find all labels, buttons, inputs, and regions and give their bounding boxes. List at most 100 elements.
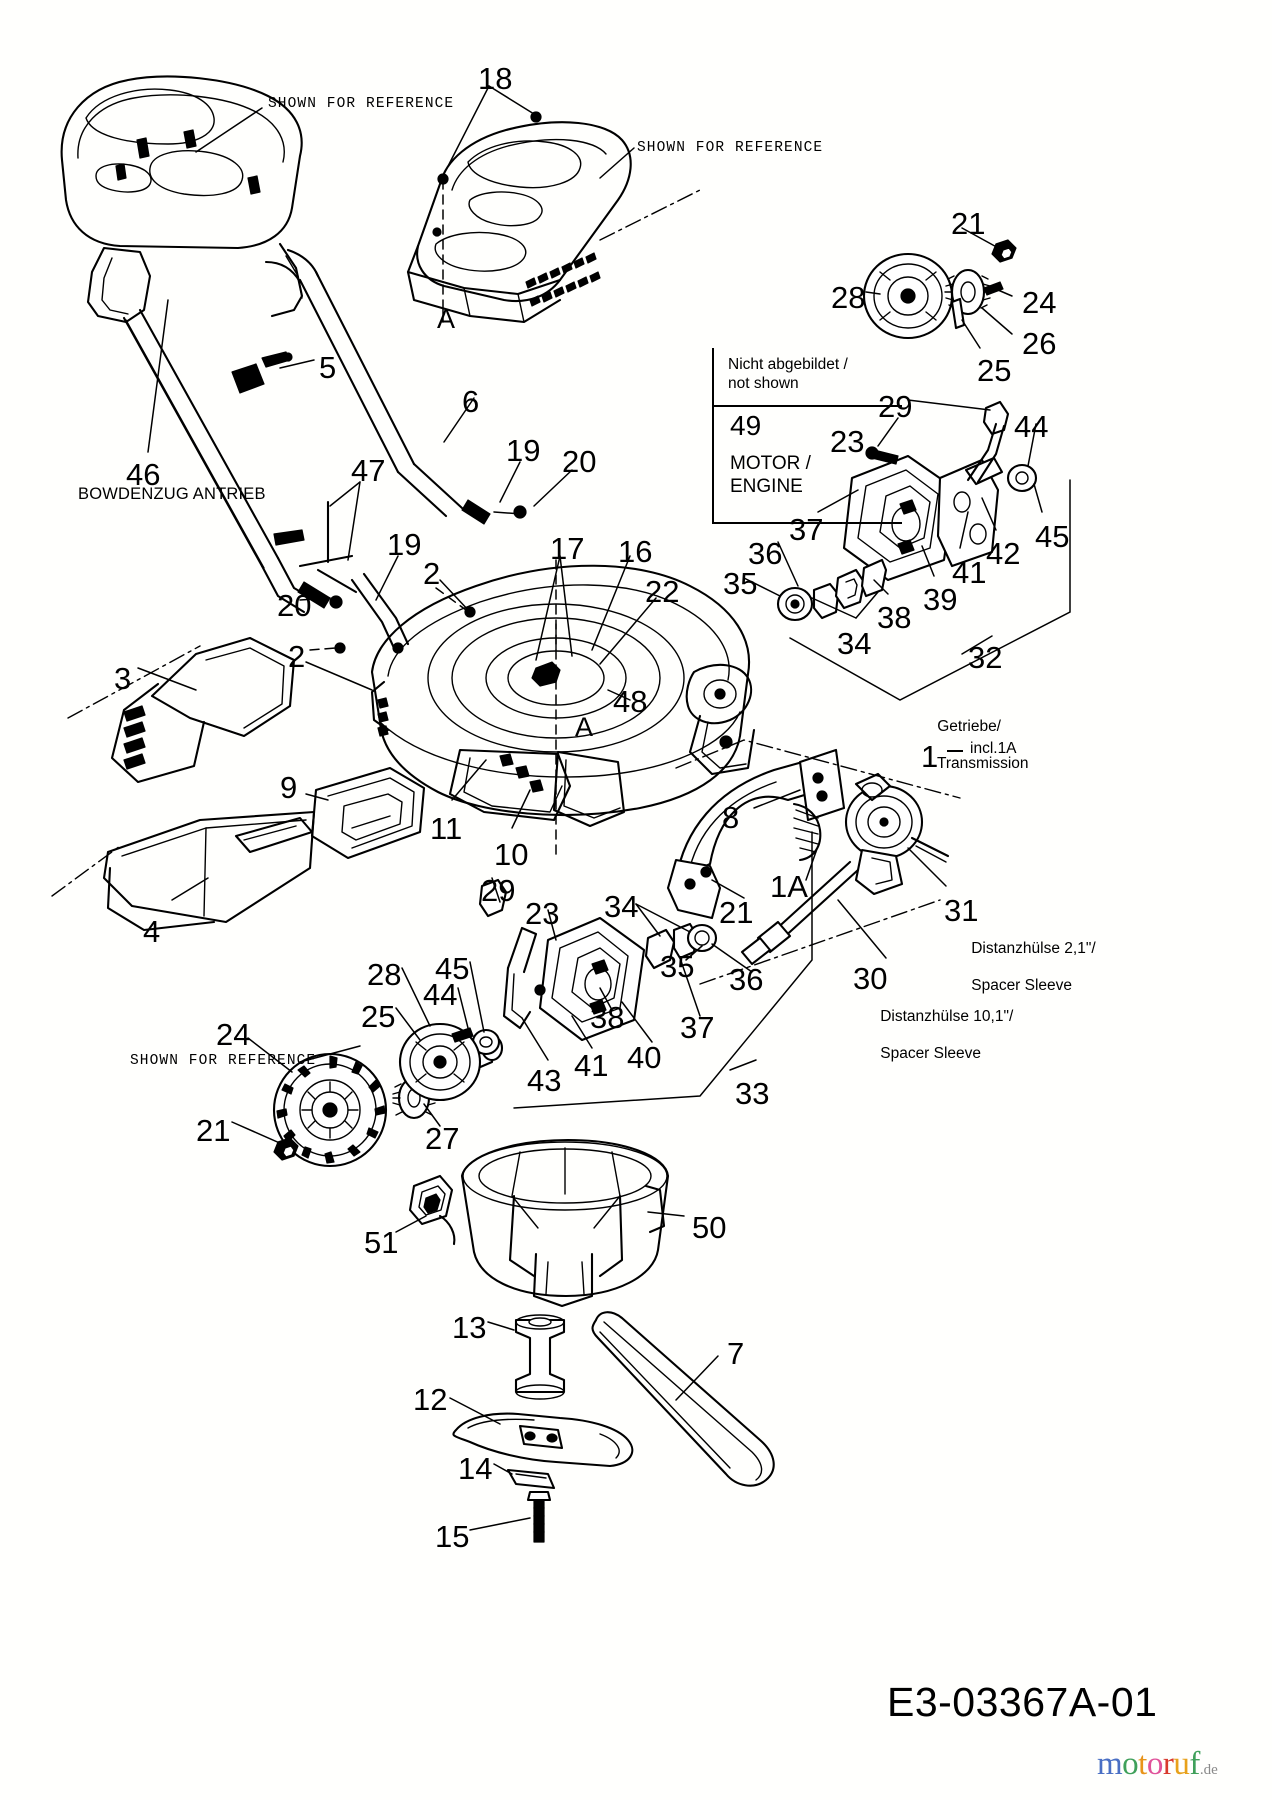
callout-number-39: 39 bbox=[923, 582, 958, 617]
callout-number-51: 51 bbox=[364, 1225, 399, 1260]
blade-assembly bbox=[449, 1314, 719, 1543]
right-control-group bbox=[743, 399, 1071, 701]
logo-letter-u-5: u bbox=[1173, 1746, 1190, 1782]
callout-number-46: 46 bbox=[126, 457, 161, 492]
callout-number-8: 8 bbox=[722, 800, 740, 835]
callout-number-16: 16 bbox=[618, 534, 653, 569]
logo-suffix: .de bbox=[1199, 1762, 1218, 1778]
callout-number-32: 32 bbox=[968, 640, 1003, 675]
callout-number-20: 20 bbox=[562, 444, 597, 479]
callout-number-25: 25 bbox=[977, 353, 1012, 388]
callout-number-22: 22 bbox=[645, 574, 680, 609]
ref-handle: SHOWN FOR REFERENCE bbox=[268, 96, 455, 112]
callout-number-28: 28 bbox=[367, 957, 402, 992]
logo-letter-o-1: o bbox=[1122, 1746, 1139, 1782]
callout-number-44: 44 bbox=[423, 977, 458, 1012]
callout-number-9: 9 bbox=[280, 770, 298, 805]
logo-letter-m-0: m bbox=[1097, 1746, 1123, 1782]
logo-letter-o-3: o bbox=[1146, 1746, 1164, 1782]
transmission-assembly bbox=[666, 739, 961, 985]
callout-number-44: 44 bbox=[1014, 409, 1049, 444]
callout-number-21: 21 bbox=[196, 1113, 231, 1148]
callout-number-25: 25 bbox=[361, 999, 396, 1034]
callout-number-18: 18 bbox=[478, 61, 513, 96]
callout-number-21: 21 bbox=[951, 206, 986, 241]
logo-letter-f-6: f bbox=[1189, 1746, 1200, 1782]
callout-number-38: 38 bbox=[877, 600, 912, 635]
handle-assembly-reference bbox=[60, 75, 573, 654]
callout-number-17: 17 bbox=[550, 531, 585, 566]
callout-number-35: 35 bbox=[723, 566, 758, 601]
callout-number-19: 19 bbox=[506, 433, 541, 468]
callout-number-35: 35 bbox=[660, 949, 695, 984]
callout-number-3: 3 bbox=[114, 661, 132, 696]
callout-number-5: 5 bbox=[319, 350, 337, 385]
callout-number-23: 23 bbox=[525, 896, 560, 931]
callout-number-47: 47 bbox=[351, 453, 386, 488]
caption-incl-1a: incl.1A bbox=[970, 740, 1017, 757]
callout-number-13: 13 bbox=[452, 1310, 487, 1345]
callout-number-36: 36 bbox=[729, 962, 764, 997]
callout-number-41: 41 bbox=[952, 555, 987, 590]
mower-deck bbox=[305, 555, 756, 861]
callout-number-1: 1 bbox=[921, 739, 939, 774]
engine-cover-reference bbox=[406, 85, 701, 324]
not-shown-box: Nicht abgebildet /not shown 49 MOTOR /EN… bbox=[712, 348, 902, 524]
not-shown-body-en: ENGINE bbox=[730, 476, 803, 498]
ref-cover: SHOWN FOR REFERENCE bbox=[637, 140, 824, 156]
callout-number-36: 36 bbox=[748, 536, 783, 571]
callout-number-37: 37 bbox=[680, 1010, 715, 1045]
drawing-number: E3-03367A-01 bbox=[887, 1679, 1158, 1725]
caption-spacer-30-de: Distanzhülse 10,1"/ bbox=[880, 1008, 1014, 1026]
ref-wheel: SHOWN FOR REFERENCE bbox=[130, 1053, 317, 1069]
not-shown-divider bbox=[714, 405, 902, 407]
caption-transmission-en: Transmission bbox=[936, 754, 1029, 772]
caption-spacer-31-de: Distanzhülse 2,1"/ bbox=[971, 940, 1096, 958]
callout-number-45: 45 bbox=[435, 951, 470, 986]
callout-number-31: 31 bbox=[944, 893, 979, 928]
not-shown-body-de: MOTOR / bbox=[730, 453, 811, 474]
callout-number-27: 27 bbox=[425, 1121, 460, 1156]
caption-transmission-de: Getriebe/ bbox=[937, 718, 1001, 736]
callout-number-14: 14 bbox=[458, 1451, 493, 1486]
not-shown-header-de: Nicht abgebildet / bbox=[728, 356, 848, 373]
callout-number-20: 20 bbox=[277, 588, 312, 623]
caption-bowdenzug-antrieb: BOWDENZUG ANTRIEB bbox=[78, 485, 266, 503]
callout-number-23: 23 bbox=[830, 424, 865, 459]
callout-number-1A: 1A bbox=[770, 869, 808, 904]
callout-number-34: 34 bbox=[837, 626, 872, 661]
callout-number-33: 33 bbox=[735, 1076, 770, 1111]
logo-letter-t-2: t bbox=[1138, 1746, 1147, 1782]
callout-number-2: 2 bbox=[423, 556, 441, 591]
motoruf-logo[interactable]: motoruf.de bbox=[1097, 1748, 1218, 1781]
callout-number-12: 12 bbox=[413, 1382, 448, 1417]
callout-number-10: 10 bbox=[494, 837, 529, 872]
callout-number-45: 45 bbox=[1035, 519, 1070, 554]
callout-number-50: 50 bbox=[692, 1210, 727, 1245]
callout-number-15: 15 bbox=[435, 1519, 470, 1554]
callout-number-34: 34 bbox=[604, 889, 639, 924]
logo-letter-r-4: r bbox=[1162, 1746, 1174, 1782]
drive-belt bbox=[591, 1311, 775, 1487]
not-shown-body: MOTOR /ENGINE bbox=[730, 452, 811, 498]
not-shown-header-en: not shown bbox=[728, 375, 799, 393]
lower-control-group bbox=[231, 831, 813, 1168]
callout-number-24: 24 bbox=[216, 1017, 251, 1052]
callout-number-7: 7 bbox=[727, 1336, 745, 1371]
callout-number-2: 2 bbox=[288, 639, 306, 674]
callout-number-6: 6 bbox=[462, 384, 480, 419]
callout-number-29: 29 bbox=[481, 873, 516, 908]
callout-number-40: 40 bbox=[627, 1040, 662, 1075]
incl-dash bbox=[947, 750, 963, 752]
callout-number-30: 30 bbox=[853, 961, 888, 996]
callout-number-38: 38 bbox=[590, 1000, 625, 1035]
callout-number-4: 4 bbox=[143, 914, 161, 949]
caption-spacer-30: Distanzhülse 10,1"/ Spacer Sleeve bbox=[863, 990, 1013, 1081]
callout-number-11: 11 bbox=[430, 811, 463, 846]
callout-number-37: 37 bbox=[789, 512, 824, 547]
not-shown-header: Nicht abgebildet / not shown bbox=[728, 355, 848, 394]
blower-housing bbox=[395, 1138, 685, 1308]
chute-parts bbox=[51, 636, 426, 932]
